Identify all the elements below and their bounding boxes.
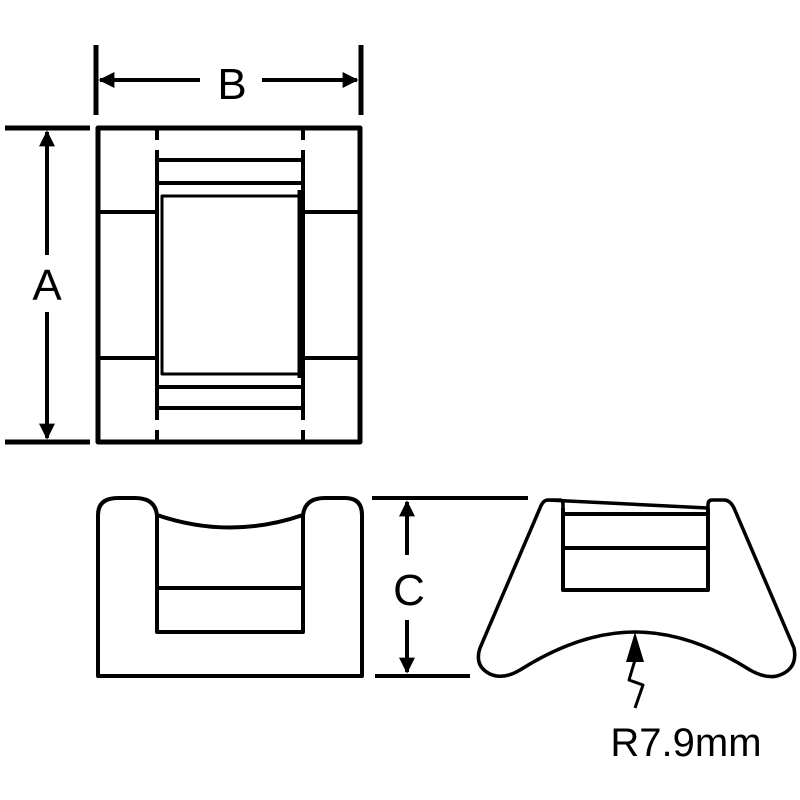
dimension-a: A (5, 125, 90, 445)
top-view (95, 125, 363, 445)
dimension-c: C (372, 496, 528, 678)
side-view: R7.9mm (476, 498, 797, 765)
radius-label: R7.9mm (610, 721, 761, 765)
dimension-b-label: B (217, 60, 246, 109)
radius-arrow-icon (626, 632, 644, 662)
dimension-a-label: A (32, 261, 62, 310)
dimension-b: B (93, 45, 364, 115)
dimension-c-label: C (393, 566, 425, 615)
front-view (96, 496, 364, 678)
